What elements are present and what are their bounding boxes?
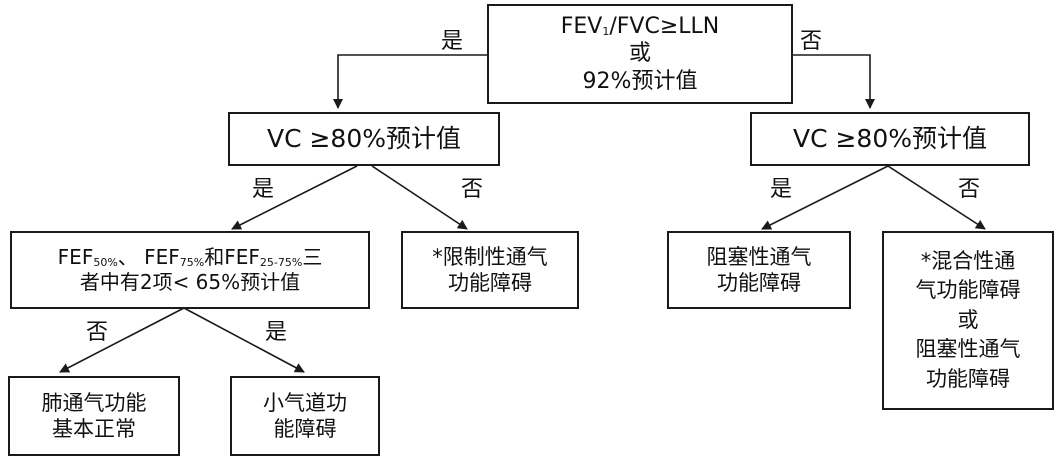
mixed-line2: 气功能障碍 (915, 278, 1021, 303)
normal-line1: 肺通气功能 (41, 390, 147, 415)
edge-vc-left-to-restrictive (371, 165, 468, 230)
edge-label-vcr-no: 否 (958, 177, 981, 202)
restrictive-box: *限制性通气 功能障碍 (401, 231, 579, 309)
edge-label-root-no: 否 (800, 29, 823, 54)
mixed-line1: *混合性通 (920, 249, 1016, 274)
obstructive-box: 阻塞性通气 功能障碍 (667, 231, 851, 309)
normal-line2: 基本正常 (52, 417, 136, 441)
edge-vc-right-to-obstructive (761, 165, 889, 230)
fef-line1: FEF50%、 FEF75%和FEF25-75%三 (57, 245, 323, 269)
edge-label-root-yes: 是 (441, 29, 464, 54)
edge-label-vcl-yes: 是 (252, 177, 275, 202)
restrictive-line2: 功能障碍 (448, 271, 532, 295)
mixed-line4: 阻塞性通气 (915, 337, 1021, 362)
small-airway-line2: 能障碍 (273, 417, 337, 441)
small-airway-line1: 小气道功 (263, 390, 347, 415)
root-line2: 或 (628, 41, 651, 67)
mixed-line5: 功能障碍 (926, 366, 1010, 391)
vc-right-text: VC ≥80%预计值 (792, 124, 988, 154)
edge-root-to-vc-right (793, 54, 875, 109)
fef-line2: 者中有2项< 65%预计值 (79, 270, 301, 294)
edge-label-fef-yes: 是 (265, 320, 288, 345)
edge-label-fef-no: 否 (86, 320, 109, 345)
vc-right-box: VC ≥80%预计值 (750, 112, 1030, 166)
normal-box: 肺通气功能 基本正常 (8, 376, 180, 456)
edge-fef-to-normal (59, 307, 185, 373)
edge-fef-to-small-airway (183, 307, 305, 373)
mixed-box: *混合性通 气功能障碍 或 阻塞性通气 功能障碍 (882, 231, 1054, 410)
vc-left-box: VC ≥80%预计值 (228, 112, 500, 166)
root-line1: FEV1/FVC≥LLN (560, 13, 720, 39)
edge-label-vcl-no: 否 (461, 177, 484, 202)
vc-left-text: VC ≥80%预计值 (266, 124, 462, 154)
fef-condition-box: FEF50%、 FEF75%和FEF25-75%三 者中有2项< 65%预计值 (10, 231, 370, 309)
mixed-line3: 或 (957, 307, 979, 332)
obstructive-line1: 阻塞性通气 (706, 244, 812, 269)
edge-label-vcr-yes: 是 (770, 177, 793, 202)
obstructive-line2: 功能障碍 (717, 271, 801, 295)
edge-root-to-vc-left (333, 54, 487, 109)
small-airway-box: 小气道功 能障碍 (230, 376, 380, 456)
root-line3: 92%预计值 (582, 68, 698, 94)
edge-vc-right-to-mixed (887, 165, 986, 230)
edge-vc-left-to-fef (231, 165, 358, 230)
root-decision-box: FEV1/FVC≥LLN 或 92%预计值 (487, 4, 793, 104)
restrictive-line1: *限制性通气 (432, 244, 548, 269)
